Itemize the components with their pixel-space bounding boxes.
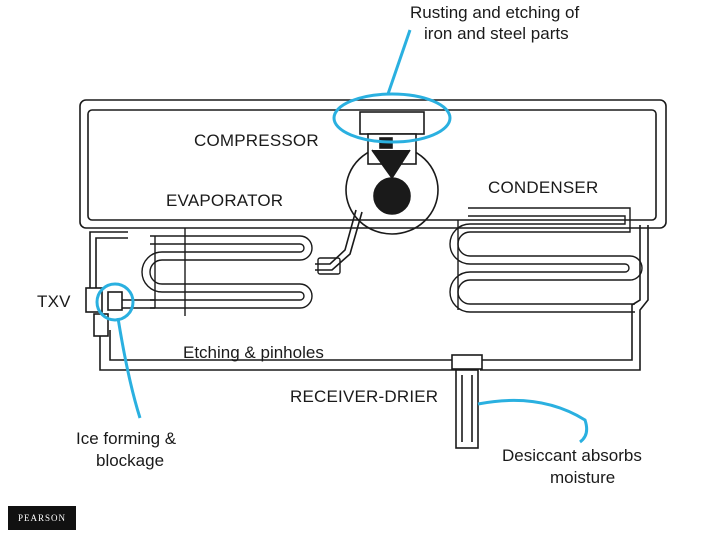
ice-caption-line-1: Ice forming & — [76, 429, 177, 448]
etching-caption: Etching & pinholes — [183, 343, 324, 362]
desiccant-callout-line — [477, 398, 589, 444]
ice-callout-line — [116, 317, 142, 419]
evaporator-label: EVAPORATOR — [166, 191, 283, 210]
rusting-caption-line-2: iron and steel parts — [424, 24, 569, 43]
condenser-coil — [449, 207, 643, 313]
refrigerant-loop — [79, 99, 667, 371]
receiver-drier — [451, 354, 483, 449]
pearson-logo: PEARSON — [8, 506, 76, 530]
rusting-callout-line — [386, 29, 412, 95]
txv-label: TXV — [37, 292, 71, 311]
compressor — [345, 111, 439, 235]
txv-valve — [85, 287, 123, 337]
rusting-caption-line-1: Rusting and etching of — [410, 3, 579, 22]
ice-caption-line-2: blockage — [96, 451, 164, 470]
condenser-label: CONDENSER — [488, 178, 598, 197]
compressor-highlight — [332, 92, 452, 144]
compressor-label: COMPRESSOR — [194, 131, 319, 150]
evaporator-coil — [141, 228, 341, 316]
txv-highlight — [95, 282, 135, 322]
highlight-overlays — [95, 29, 589, 444]
desiccant-caption-line-2: moisture — [550, 468, 615, 487]
desiccant-caption-line-1: Desiccant absorbs — [502, 446, 642, 465]
receiver-drier-label: RECEIVER-DRIER — [290, 387, 438, 406]
